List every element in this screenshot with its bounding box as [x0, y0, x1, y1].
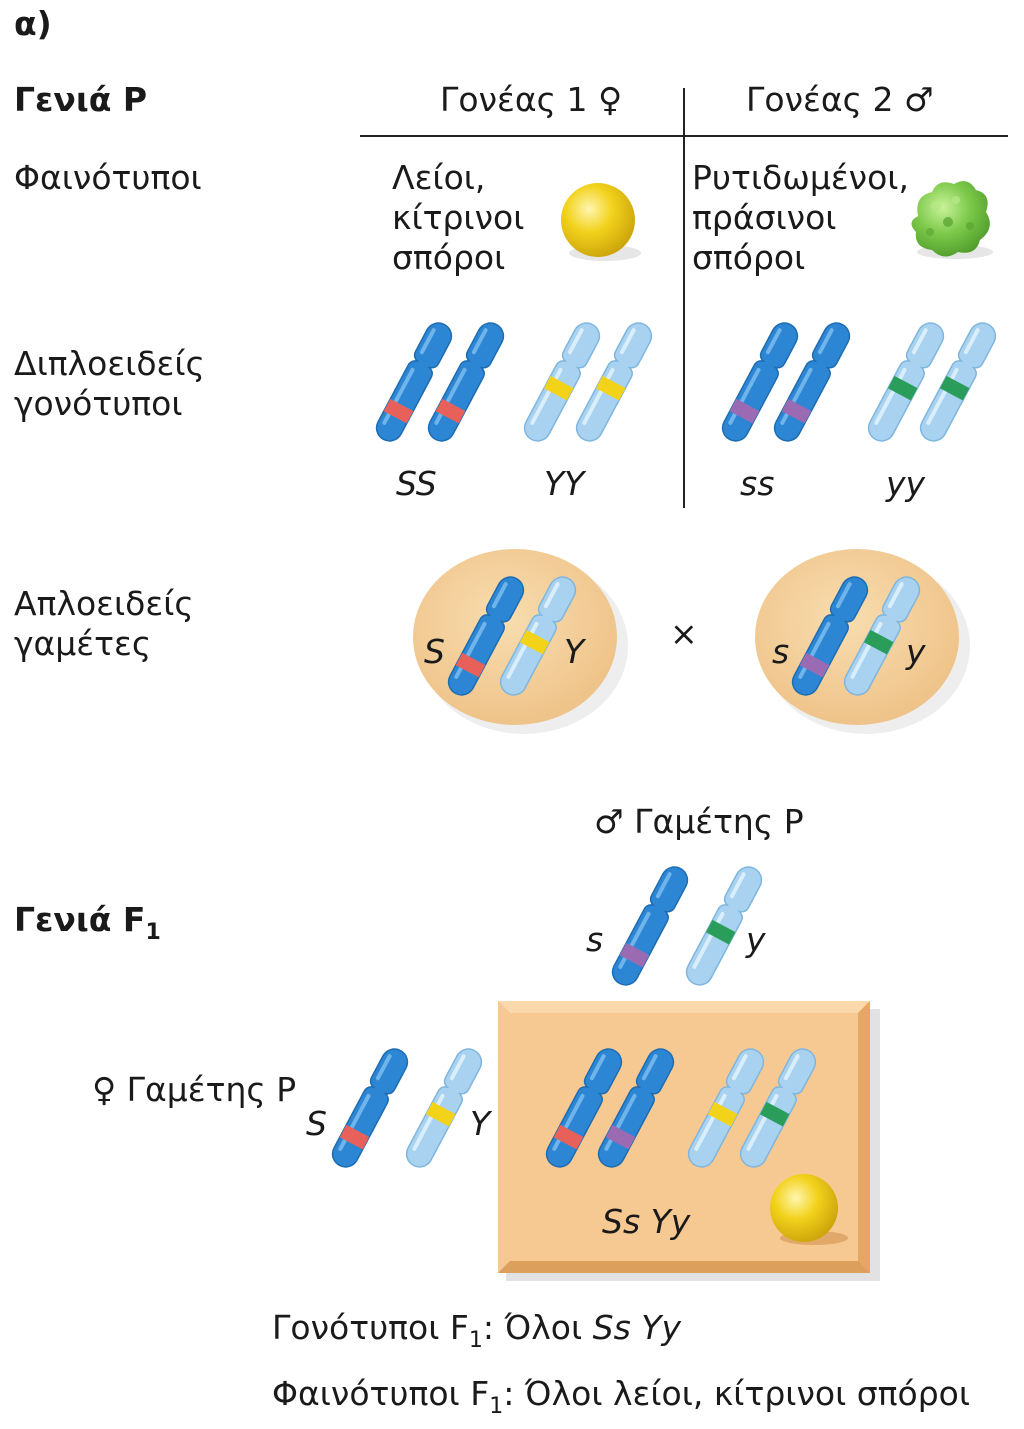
generation-f1-label: Γενιά F1 [14, 900, 161, 945]
parent2-label: Γονέας 2 [746, 80, 894, 119]
gamete1-allele-Y: Y [564, 632, 585, 671]
gamete2-allele-y: y [906, 632, 926, 671]
genotype-yy-label: yy [886, 464, 926, 503]
female-symbol-icon: ♀ [597, 80, 623, 119]
parent1-phenotype: Λείοι, κίτρινοι σπόροι [392, 158, 525, 277]
female-gamete-label: Γαμέτης P [126, 1070, 297, 1109]
male-gamete-allele-y: y [746, 920, 766, 959]
summary-phenotypes: Φαινότυποι F1: Όλοι λείοι, κίτρινοι σπόρ… [272, 1374, 971, 1419]
male-gamete-chromosome-s [608, 863, 692, 990]
male-gamete-label: Γαμέτης P [634, 802, 804, 841]
row-label-diploid-genotypes: Διπλοειδείς γονότυποι [14, 344, 205, 423]
generation-p-label: Γενιά P [14, 80, 148, 119]
genotype-YY-label: YY [544, 464, 585, 503]
row-label-haploid-gametes: Απλοειδείς γαμέτες [14, 584, 194, 663]
row-label-phenotypes: Φαινότυποι [14, 158, 202, 197]
genotype-SS-label: SS [396, 464, 437, 503]
panel-label: α) [14, 4, 52, 43]
female-gamete-chromosome-S [328, 1045, 412, 1172]
female-gamete-header: ♀ Γαμέτης P [92, 1070, 296, 1110]
male-symbol-icon: ♂ [594, 802, 624, 841]
male-gamete-allele-s: s [586, 920, 604, 959]
female-gamete-allele-S: S [306, 1104, 327, 1143]
genotype-ss-label: ss [740, 464, 775, 503]
green-wrinkled-seed-icon [911, 181, 993, 259]
gamete1-allele-S: S [424, 632, 445, 671]
gamete2-allele-s: s [772, 632, 790, 671]
cross-symbol: × [670, 614, 698, 653]
female-symbol-icon: ♀ [92, 1070, 117, 1109]
yellow-smooth-seed-icon [561, 183, 635, 257]
f1-genotype-label: Ss Yy [602, 1202, 691, 1241]
male-symbol-icon: ♂ [903, 80, 934, 119]
parent1-label: Γονέας 1 [440, 80, 588, 119]
parent1-header: Γονέας 1 ♀ [440, 80, 622, 120]
parent2-header: Γονέας 2 ♂ [746, 80, 934, 120]
parent2-phenotype: Ρυτιδωμένοι, πράσινοι σπόροι [692, 158, 909, 277]
female-gamete-allele-Y: Y [470, 1104, 491, 1143]
f1-yellow-seed-icon [770, 1174, 838, 1242]
summary-genotypes: Γονότυποι F1: Όλοι Ss Yy [272, 1308, 681, 1353]
male-gamete-header: ♂ Γαμέτης P [594, 802, 804, 842]
